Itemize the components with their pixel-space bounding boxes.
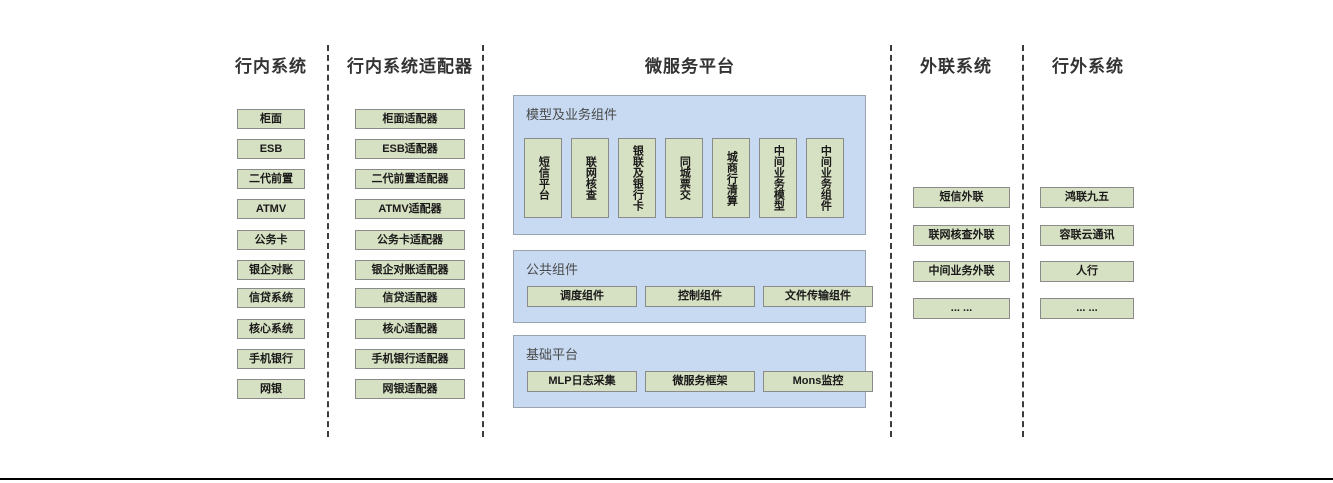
column-title-in-bank-adapters: 行内系统适配器 (347, 57, 473, 76)
node-in-bank-system-3[interactable]: 二代前置 (237, 169, 305, 189)
node-in-bank-adapter-4[interactable]: ATMV适配器 (355, 199, 465, 219)
vnode-label-5: 城商行清算 (725, 150, 738, 206)
node-off-bank-1[interactable]: 鸿联九五 (1040, 187, 1134, 208)
bottom-rule (0, 478, 1333, 480)
node-off-bank-4[interactable]: ... ... (1040, 298, 1134, 319)
node-in-bank-adapter-1[interactable]: 柜面适配器 (355, 109, 465, 129)
node-base-platform-2[interactable]: 微服务框架 (645, 371, 755, 392)
node-in-bank-system-1[interactable]: 柜面 (237, 109, 305, 129)
panel-label-base-platform: 基础平台 (526, 347, 579, 362)
node-in-bank-system-9[interactable]: 手机银行 (237, 349, 305, 369)
vnode-model-component-7[interactable]: 中间业务组件 (806, 138, 844, 218)
node-in-bank-adapter-2[interactable]: ESB适配器 (355, 139, 465, 159)
node-public-component-1[interactable]: 调度组件 (527, 286, 637, 307)
panel-label-public-components: 公共组件 (526, 262, 579, 277)
node-external-link-2[interactable]: 联网核查外联 (913, 225, 1010, 246)
node-in-bank-adapter-6[interactable]: 银企对账适配器 (355, 260, 465, 280)
vnode-label-3: 银联及银行卡 (631, 145, 644, 211)
node-off-bank-3[interactable]: 人行 (1040, 261, 1134, 282)
column-title-microservice-platform: 微服务平台 (645, 57, 735, 76)
node-in-bank-adapter-5[interactable]: 公务卡适配器 (355, 230, 465, 250)
node-in-bank-adapter-10[interactable]: 网银适配器 (355, 379, 465, 399)
node-in-bank-system-6[interactable]: 银企对账 (237, 260, 305, 280)
node-in-bank-system-10[interactable]: 网银 (237, 379, 305, 399)
node-public-component-2[interactable]: 控制组件 (645, 286, 755, 307)
node-in-bank-adapter-9[interactable]: 手机银行适配器 (355, 349, 465, 369)
divider-2 (482, 45, 484, 437)
node-external-link-1[interactable]: 短信外联 (913, 187, 1010, 208)
node-in-bank-system-4[interactable]: ATMV (237, 199, 305, 219)
panel-label-model-business-components: 模型及业务组件 (526, 107, 618, 122)
vnode-label-4: 同城票交 (678, 156, 691, 200)
vnode-label-7: 中间业务组件 (819, 145, 832, 211)
node-base-platform-1[interactable]: MLP日志采集 (527, 371, 637, 392)
divider-3 (890, 45, 892, 437)
node-in-bank-adapter-7[interactable]: 信贷适配器 (355, 288, 465, 308)
vnode-label-1: 短信平台 (537, 156, 550, 200)
divider-4 (1022, 45, 1024, 437)
vnode-model-component-2[interactable]: 联网核查 (571, 138, 609, 218)
vnode-label-6: 中间业务模型 (772, 145, 785, 211)
vnode-model-component-3[interactable]: 银联及银行卡 (618, 138, 656, 218)
node-in-bank-system-5[interactable]: 公务卡 (237, 230, 305, 250)
node-external-link-4[interactable]: ... ... (913, 298, 1010, 319)
node-in-bank-system-8[interactable]: 核心系统 (237, 319, 305, 339)
node-off-bank-2[interactable]: 容联云通讯 (1040, 225, 1134, 246)
column-title-off-bank-systems: 行外系统 (1052, 57, 1124, 76)
vnode-model-component-6[interactable]: 中间业务模型 (759, 138, 797, 218)
vnode-model-component-4[interactable]: 同城票交 (665, 138, 703, 218)
node-in-bank-adapter-8[interactable]: 核心适配器 (355, 319, 465, 339)
node-in-bank-system-2[interactable]: ESB (237, 139, 305, 159)
vnode-model-component-1[interactable]: 短信平台 (524, 138, 562, 218)
column-title-in-bank-systems: 行内系统 (235, 57, 307, 76)
node-in-bank-system-7[interactable]: 信贷系统 (237, 288, 305, 308)
node-external-link-3[interactable]: 中间业务外联 (913, 261, 1010, 282)
node-in-bank-adapter-3[interactable]: 二代前置适配器 (355, 169, 465, 189)
node-base-platform-3[interactable]: Mons监控 (763, 371, 873, 392)
vnode-model-component-5[interactable]: 城商行清算 (712, 138, 750, 218)
column-title-external-link-systems: 外联系统 (920, 57, 992, 76)
divider-1 (327, 45, 329, 437)
vnode-label-2: 联网核查 (584, 156, 597, 200)
node-public-component-3[interactable]: 文件传输组件 (763, 286, 873, 307)
